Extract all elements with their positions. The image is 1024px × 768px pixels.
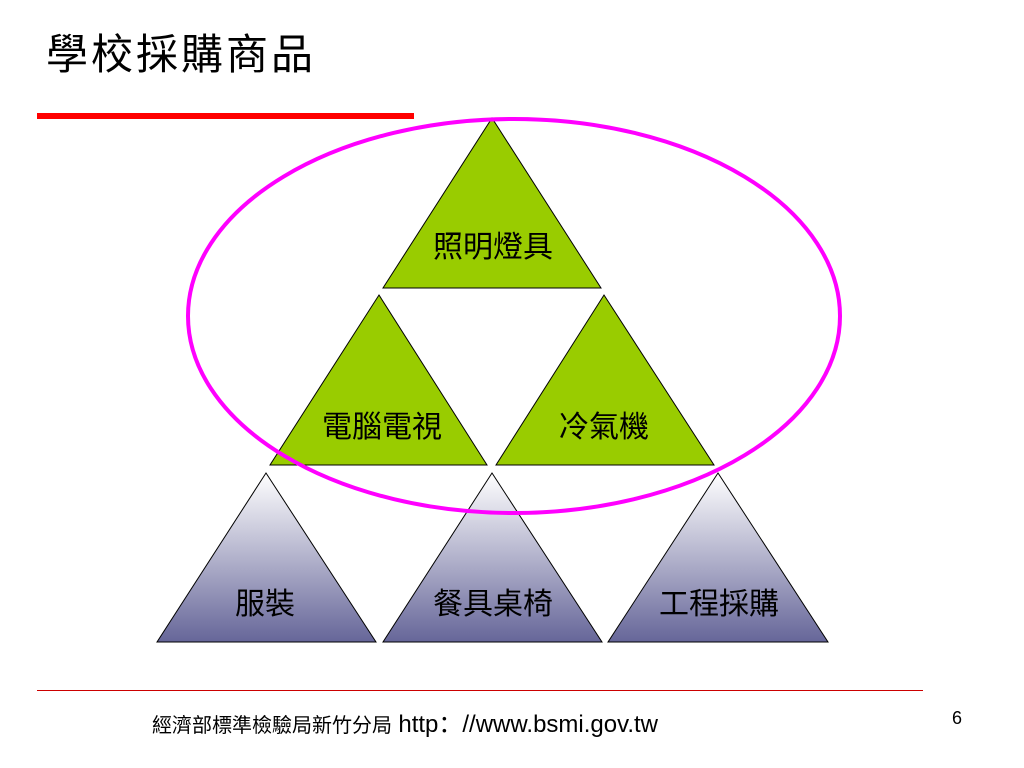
footer-url: http：//www.bsmi.gov.tw — [398, 711, 658, 738]
triangle-air-conditioner — [495, 294, 715, 466]
footer-rule — [37, 690, 923, 691]
triangle-clothing — [156, 472, 377, 643]
footer-org: 經濟部標準檢驗局新竹分局 — [152, 713, 392, 737]
slide-title: 學校採購商品 — [46, 30, 317, 79]
label-tableware-furniture: 餐具桌椅 — [433, 587, 553, 622]
label-clothing: 服裝 — [235, 587, 295, 622]
triangle-construction-procurement — [607, 472, 829, 643]
label-computer-tv: 電腦電視 — [322, 410, 442, 445]
triangle-computer-tv — [269, 294, 488, 466]
footer: 經濟部標準檢驗局新竹分局 http：//www.bsmi.gov.tw — [152, 704, 658, 739]
label-construction-procurement: 工程採購 — [659, 587, 779, 622]
highlight-ellipse — [186, 117, 842, 515]
page-number: 6 — [952, 708, 963, 728]
title-accent-bar — [37, 113, 414, 119]
triangle-tableware-furniture — [382, 472, 603, 643]
triangle-lighting — [382, 117, 602, 289]
label-air-conditioner: 冷氣機 — [559, 410, 649, 445]
label-lighting: 照明燈具 — [433, 230, 553, 265]
